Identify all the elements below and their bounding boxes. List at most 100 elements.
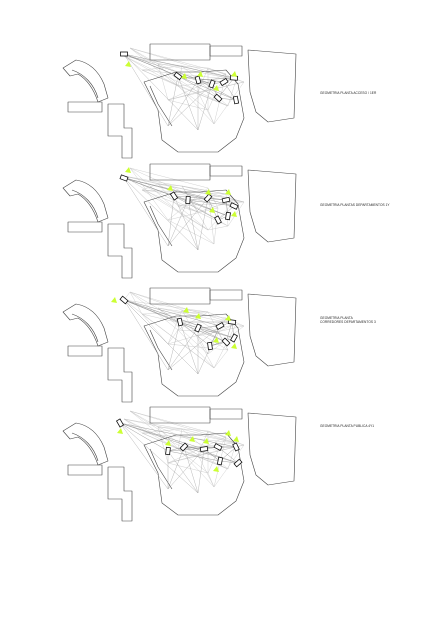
plan-1-title-line-1: GEOMETRIA PLANTA ACCESO / 1ER	[320, 91, 377, 95]
node-frame	[119, 295, 129, 305]
geometry-line	[187, 199, 229, 217]
construction-line	[123, 55, 229, 107]
construction-lines	[123, 47, 245, 125]
plan-1-title: GEOMETRIA PLANTA ACCESO / 1ER	[320, 91, 376, 95]
geometry-line	[179, 321, 211, 347]
diagonal-line	[167, 325, 221, 371]
geometry-line	[123, 299, 221, 327]
accent-marker	[209, 207, 215, 213]
construction-line	[167, 81, 245, 101]
construction-line	[181, 309, 219, 333]
accent-marker	[197, 71, 203, 77]
construction-line	[197, 199, 237, 213]
geometry-line	[179, 321, 199, 329]
top-strip	[209, 408, 243, 420]
accent-marker	[181, 73, 187, 79]
node-frame	[213, 93, 223, 103]
geometry-line	[123, 177, 235, 207]
construction-line	[177, 311, 209, 331]
top-rectangle	[149, 163, 211, 181]
right-tower	[247, 293, 297, 367]
construction-line	[213, 81, 245, 125]
accent-marker	[225, 315, 231, 321]
plan-2-title: GEOMETRIA PLANTAS DEPARTAMENTOS 1Y	[320, 203, 390, 207]
top-rectangle	[149, 287, 211, 305]
accent-marker	[117, 428, 123, 434]
geometry-line	[183, 446, 239, 464]
construction-line	[141, 432, 229, 470]
top-strip	[209, 289, 243, 301]
top-strip	[209, 165, 243, 177]
diagonal-line	[123, 177, 169, 247]
diagonal-line	[177, 75, 199, 131]
construction-line	[167, 329, 179, 345]
accent-marker	[125, 61, 131, 67]
node-frame	[185, 195, 191, 205]
diagonal-line	[167, 79, 199, 127]
construction-line	[141, 189, 209, 231]
accent-marker	[231, 71, 237, 77]
construction-line	[177, 205, 209, 231]
accent-marker	[205, 189, 211, 195]
construction-line	[123, 418, 143, 434]
node-frame	[176, 317, 184, 327]
left-arc	[71, 189, 99, 219]
diagonal-line	[197, 83, 213, 131]
accent-marker	[213, 337, 219, 343]
construction-line	[181, 185, 209, 231]
construction-line	[129, 47, 227, 75]
construction-line	[167, 187, 209, 221]
central-inner-edge	[149, 448, 173, 490]
central-mass	[143, 313, 245, 397]
plan-diagram-1	[58, 40, 318, 160]
construction-line	[197, 211, 229, 227]
diagonal-line	[167, 446, 185, 490]
diagonal-line	[167, 195, 175, 247]
plan-3-title: GEOMETRIA PLANTA CORREDORES DEPARTAMENTO…	[320, 316, 376, 324]
diagonal-line	[187, 199, 199, 251]
construction-line	[167, 99, 209, 111]
diagonal-line	[123, 177, 199, 251]
right-tower	[247, 412, 297, 486]
construction-line	[181, 65, 237, 81]
plan-2-title-line-1: GEOMETRIA PLANTAS DEPARTAMENTOS 1Y	[320, 203, 390, 207]
construction-line	[157, 63, 209, 69]
construction-line	[129, 167, 215, 245]
diagonal-line	[167, 199, 189, 247]
construction-line	[167, 309, 183, 345]
node-frame	[221, 337, 231, 347]
geometry-line	[119, 422, 239, 464]
plan-2-svg	[62, 163, 297, 279]
construction-line	[129, 291, 237, 325]
accent-marker	[195, 313, 201, 319]
construction-line	[177, 205, 199, 213]
geometry-line	[123, 177, 209, 199]
diagonal-line	[183, 446, 199, 494]
construction-line	[141, 189, 199, 213]
construction-line	[129, 291, 179, 331]
left-curved-wing	[62, 179, 109, 223]
construction-line	[141, 428, 183, 434]
plan-4-title: GEOMETRIA PLANTA PUBLICA 4Y1	[320, 424, 374, 428]
top-rectangle	[149, 43, 211, 61]
accent-marker	[165, 440, 171, 446]
geometry-line	[225, 321, 233, 343]
geometry-line	[173, 195, 227, 201]
plan-4-svg	[62, 406, 297, 522]
construction-line	[167, 323, 237, 345]
construction-line	[167, 444, 245, 464]
diagonal-line	[123, 53, 169, 127]
node-frame	[215, 322, 225, 330]
node-frame	[194, 323, 202, 333]
construction-line	[167, 436, 227, 464]
central-mass	[143, 189, 245, 273]
node-frame	[120, 51, 128, 57]
left-curved-wing	[62, 422, 109, 466]
accent-marker	[225, 189, 231, 195]
l-shaped-block	[107, 103, 133, 159]
node-frame	[229, 202, 239, 210]
node-frame	[173, 71, 183, 81]
construction-line	[157, 183, 183, 187]
accent-marker	[213, 85, 219, 91]
right-tower	[247, 169, 297, 243]
